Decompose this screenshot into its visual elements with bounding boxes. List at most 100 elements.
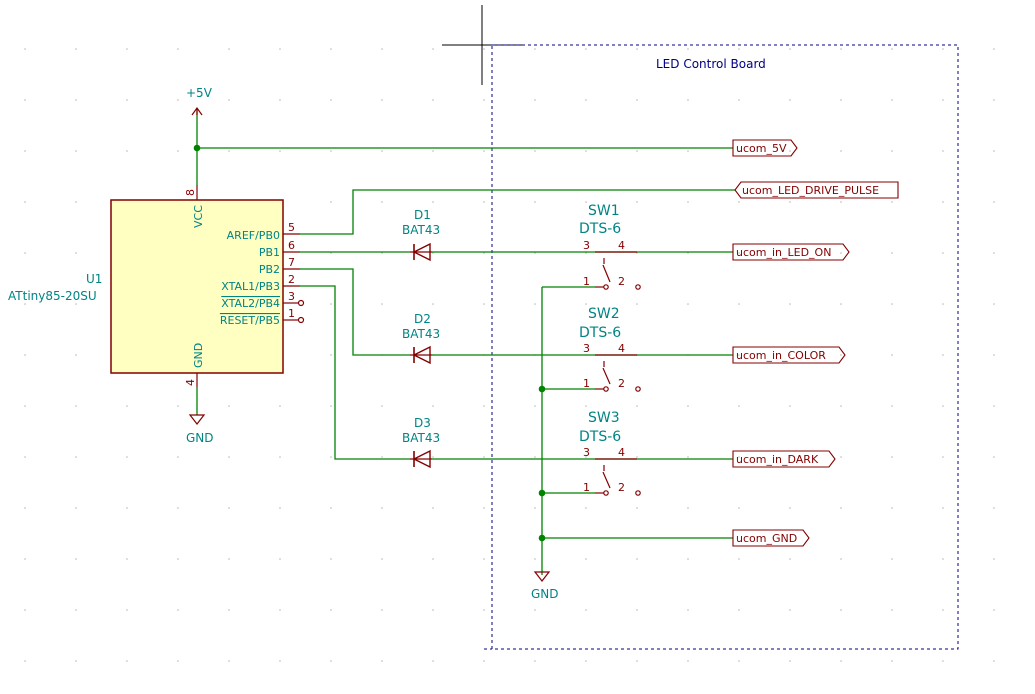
hier-label-ucom-gnd[interactable]: ucom_GND bbox=[732, 529, 810, 547]
grid-dot bbox=[891, 558, 893, 560]
switch-pin: 1 bbox=[583, 377, 590, 390]
grid-dot bbox=[942, 150, 944, 152]
grid-dot bbox=[126, 405, 128, 407]
grid-dot bbox=[636, 609, 638, 611]
grid-dot bbox=[24, 609, 26, 611]
grid-dot bbox=[687, 558, 689, 560]
grid-dot bbox=[330, 507, 332, 509]
grid-dot bbox=[75, 201, 77, 203]
gnd-label-right: GND bbox=[531, 587, 559, 601]
grid-dot bbox=[75, 303, 77, 305]
grid-dot bbox=[534, 150, 536, 152]
grid-dot bbox=[789, 48, 791, 50]
hier-label-ucom-led-drive-pulse[interactable]: ucom_LED_DRIVE_PULSE bbox=[734, 181, 899, 199]
grid-dot bbox=[432, 456, 434, 458]
switch-sw2[interactable]: SW2 DTS-6 3 4 1 2 bbox=[579, 306, 641, 392]
grid-dot bbox=[126, 48, 128, 50]
switch-sw3[interactable]: SW3 DTS-6 3 4 1 2 bbox=[579, 410, 641, 496]
grid-dot bbox=[330, 456, 332, 458]
grid-dot bbox=[228, 609, 230, 611]
grid-dot bbox=[432, 150, 434, 152]
grid-dot bbox=[177, 48, 179, 50]
grid-dots bbox=[24, 48, 995, 662]
grid-dot bbox=[24, 558, 26, 560]
hier-label-ucom-in-led-on[interactable]: ucom_in_LED_ON bbox=[732, 243, 850, 261]
ic-pin-num: 6 bbox=[288, 239, 295, 252]
grid-dot bbox=[789, 201, 791, 203]
grid-dot bbox=[228, 507, 230, 509]
switch-pin: 3 bbox=[583, 239, 590, 252]
grid-dot bbox=[687, 405, 689, 407]
grid-dot bbox=[738, 558, 740, 560]
grid-dot bbox=[738, 48, 740, 50]
grid-dot bbox=[75, 150, 77, 152]
grid-dot bbox=[534, 99, 536, 101]
diode-value: BAT43 bbox=[402, 431, 440, 445]
switch-sw1[interactable]: SW1 DTS-6 3 4 1 2 bbox=[579, 203, 641, 290]
hier-label-ucom-5v[interactable]: ucom_5V bbox=[732, 139, 798, 157]
ic-pin-gnd-num: 4 bbox=[184, 379, 197, 386]
grid-dot bbox=[24, 150, 26, 152]
ic-u1[interactable]: U1 ATtiny85-20SU VCC 8 GND 4 AREF/PB0 PB… bbox=[8, 185, 305, 387]
switch-pin: 1 bbox=[583, 481, 590, 494]
grid-dot bbox=[738, 99, 740, 101]
hier-label-ucom-in-dark[interactable]: ucom_in_DARK bbox=[732, 450, 836, 468]
grid-dot bbox=[381, 405, 383, 407]
power-5v-symbol[interactable]: +5V bbox=[186, 86, 213, 116]
grid-dot bbox=[483, 660, 485, 662]
grid-dot bbox=[840, 201, 842, 203]
grid-dot bbox=[840, 558, 842, 560]
grid-dot bbox=[75, 48, 77, 50]
grid-dot bbox=[891, 354, 893, 356]
diode-d3[interactable]: D3 BAT43 bbox=[402, 416, 440, 469]
grid-dot bbox=[534, 609, 536, 611]
grid-dot bbox=[24, 456, 26, 458]
grid-dot bbox=[840, 609, 842, 611]
switch-pin: 3 bbox=[583, 446, 590, 459]
grid-dot bbox=[177, 150, 179, 152]
gnd-symbol-left[interactable]: GND bbox=[186, 414, 214, 445]
grid-dot bbox=[840, 48, 842, 50]
grid-dot bbox=[75, 609, 77, 611]
grid-dot bbox=[534, 303, 536, 305]
switch-value: DTS-6 bbox=[579, 221, 621, 237]
power-5v-label: +5V bbox=[186, 86, 213, 100]
grid-dot bbox=[24, 48, 26, 50]
diode-d2[interactable]: D2 BAT43 bbox=[402, 312, 440, 365]
grid-dot bbox=[789, 609, 791, 611]
grid-dot bbox=[585, 507, 587, 509]
grid-dot bbox=[432, 405, 434, 407]
grid-dot bbox=[840, 405, 842, 407]
switch-ref: SW3 bbox=[588, 410, 620, 426]
grid-dot bbox=[381, 609, 383, 611]
grid-dot bbox=[942, 507, 944, 509]
hier-label-ucom-in-color[interactable]: ucom_in_COLOR bbox=[732, 346, 846, 364]
grid-dot bbox=[636, 99, 638, 101]
gnd-symbol-right[interactable]: GND bbox=[531, 571, 559, 601]
grid-dot bbox=[789, 252, 791, 254]
diode-d1[interactable]: D1 BAT43 bbox=[402, 208, 440, 262]
grid-dot bbox=[636, 507, 638, 509]
switch-pin: 2 bbox=[618, 481, 625, 494]
sheet-border[interactable] bbox=[484, 44, 959, 650]
hier-label-text: ucom_5V bbox=[736, 142, 787, 155]
grid-dot bbox=[993, 609, 995, 611]
grid-dot bbox=[738, 354, 740, 356]
grid-dot bbox=[993, 201, 995, 203]
grid-dot bbox=[279, 48, 281, 50]
grid-dot bbox=[279, 456, 281, 458]
grid-dot bbox=[534, 456, 536, 458]
cursor-crosshair bbox=[442, 5, 522, 85]
grid-dot bbox=[891, 150, 893, 152]
grid-dot bbox=[381, 507, 383, 509]
ic-pin-name: XTAL1/PB3 bbox=[221, 280, 280, 293]
diode-ref: D1 bbox=[414, 208, 431, 222]
wires[interactable] bbox=[196, 110, 735, 575]
grid-dot bbox=[738, 456, 740, 458]
grid-dot bbox=[738, 201, 740, 203]
grid-dot bbox=[228, 405, 230, 407]
grid-dot bbox=[75, 252, 77, 254]
grid-dot bbox=[483, 48, 485, 50]
grid-dot bbox=[942, 303, 944, 305]
ic-pin-num: 5 bbox=[288, 221, 295, 234]
